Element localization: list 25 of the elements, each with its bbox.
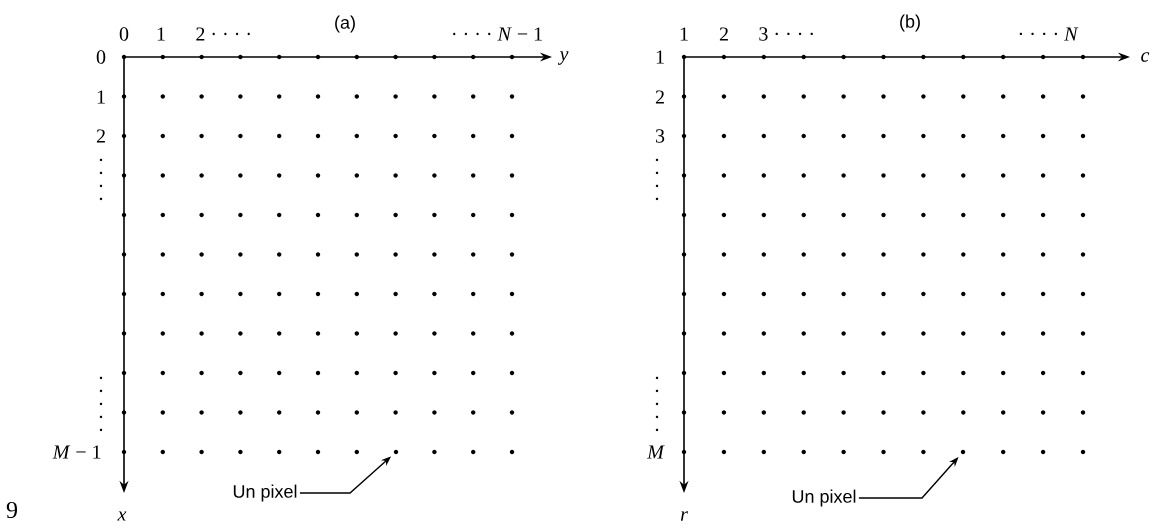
axis-number: M − 1 [52, 445, 101, 459]
axis-number: 1 [157, 27, 165, 41]
axis-number: 1 [680, 27, 688, 41]
axis-number: M [647, 445, 665, 459]
axis-number: · · · · N − 1 [453, 27, 542, 41]
axis-label: c [1141, 52, 1150, 62]
axis-number: 2 · · · · [196, 27, 250, 41]
pixel-label: Un pixel [792, 489, 856, 507]
axis-label: y [557, 51, 569, 65]
axis-number: 0 [96, 50, 106, 64]
axis-number: 2 [655, 90, 664, 104]
axis-number: 3 [656, 129, 665, 143]
axis-number: 0 [119, 27, 129, 41]
axis-label: r [680, 511, 688, 521]
axis-number: · · · · N [1019, 27, 1079, 41]
axis-number: 1 [97, 90, 105, 104]
axis-number: 1 [656, 50, 664, 64]
pixel-label: Un pixel [233, 484, 297, 502]
axis-number: 3 · · · · [759, 27, 813, 41]
axis-number: 2 [96, 129, 105, 143]
axis-label: x [117, 511, 127, 521]
panel-label: (a) [335, 15, 355, 33]
page-number: 9 [6, 501, 17, 519]
panel-label: (b) [900, 14, 920, 32]
axis-number: 2 [719, 27, 728, 41]
